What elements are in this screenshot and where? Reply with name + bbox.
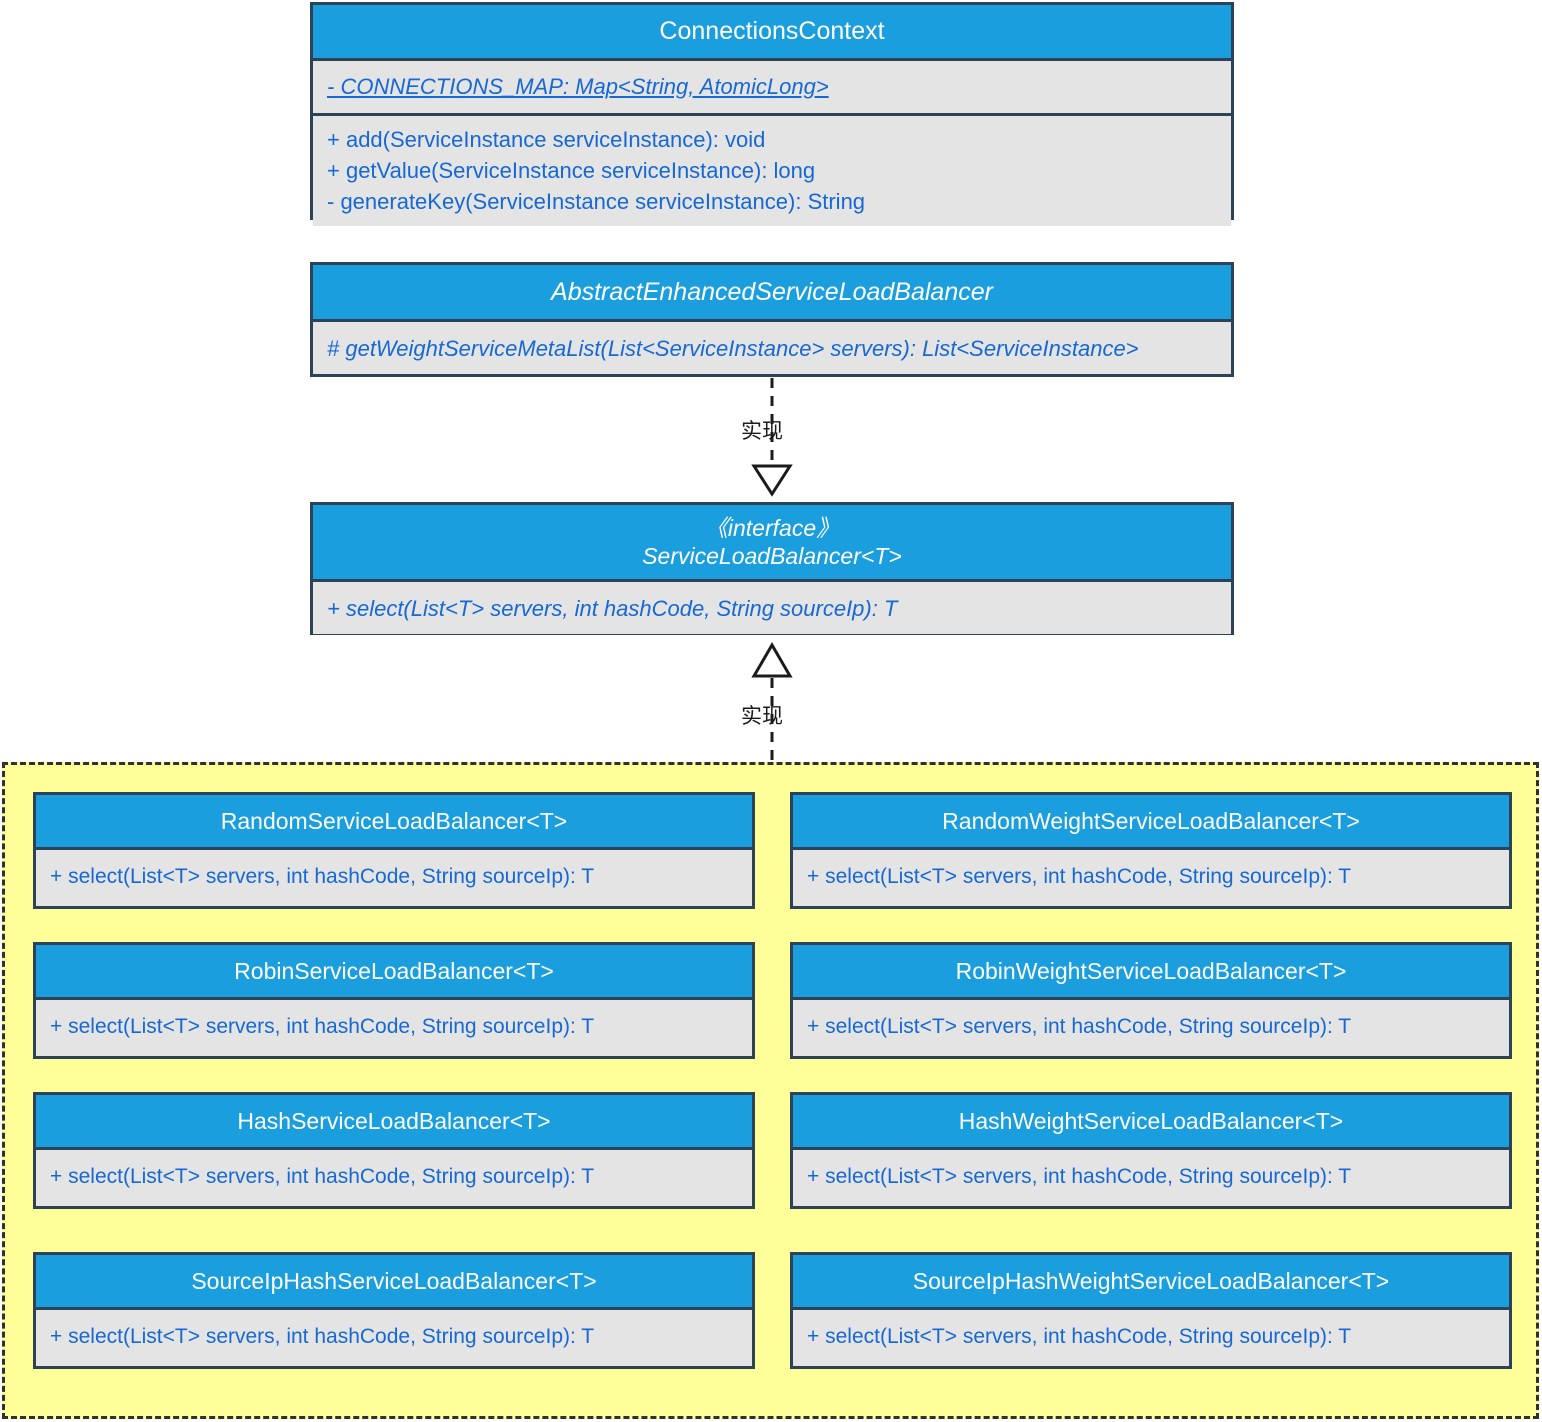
operations-section-random-service-load-balancer: + select(List<T> servers, int hashCode, … (36, 850, 752, 901)
class-name-random-service-load-balancer: RandomServiceLoadBalancer<T> (220, 807, 568, 834)
interface-header-service-load-balancer: 《interface》 ServiceLoadBalancer<T> (313, 505, 1231, 582)
class-name-robin-weight-service-load-balancer: RobinWeightServiceLoadBalancer<T> (955, 957, 1347, 984)
class-header-random-service-load-balancer: RandomServiceLoadBalancer<T> (36, 795, 752, 850)
connector-label-realize-1: 实现 (741, 419, 783, 443)
class-name-robin-service-load-balancer: RobinServiceLoadBalancer<T> (234, 957, 554, 984)
hollow-triangle-down-icon (751, 464, 793, 497)
operation-generate-key: - generateKey(ServiceInstance serviceIns… (327, 188, 866, 214)
class-name-hash-weight-service-load-balancer: HashWeightServiceLoadBalancer<T> (958, 1107, 1344, 1134)
operation-select: + select(List<T> servers, int hashCode, … (50, 865, 595, 888)
class-box-random-service-load-balancer[interactable]: RandomServiceLoadBalancer<T> + select(Li… (33, 792, 755, 909)
operations-section-hash-service-load-balancer: + select(List<T> servers, int hashCode, … (36, 1150, 752, 1201)
class-name-abstract-enhanced-service-load-balancer: AbstractEnhancedServiceLoadBalancer (551, 277, 993, 306)
connector-label-realize-2: 实现 (741, 704, 783, 728)
interface-box-service-load-balancer[interactable]: 《interface》 ServiceLoadBalancer<T> + sel… (310, 502, 1234, 635)
class-header-random-weight-service-load-balancer: RandomWeightServiceLoadBalancer<T> (793, 795, 1509, 850)
class-box-abstract-enhanced-service-load-balancer[interactable]: AbstractEnhancedServiceLoadBalancer # ge… (310, 262, 1234, 377)
operations-section-random-weight-service-load-balancer: + select(List<T> servers, int hashCode, … (793, 850, 1509, 901)
class-header-source-ip-hash-service-load-balancer: SourceIpHashServiceLoadBalancer<T> (36, 1255, 752, 1310)
class-header-robin-service-load-balancer: RobinServiceLoadBalancer<T> (36, 945, 752, 1000)
class-box-hash-weight-service-load-balancer[interactable]: HashWeightServiceLoadBalancer<T> + selec… (790, 1092, 1512, 1209)
operation-select: + select(List<T> servers, int hashCode, … (50, 1165, 595, 1188)
class-box-robin-weight-service-load-balancer[interactable]: RobinWeightServiceLoadBalancer<T> + sele… (790, 942, 1512, 1059)
class-name-hash-service-load-balancer: HashServiceLoadBalancer<T> (237, 1107, 551, 1134)
class-header-connections-context: ConnectionsContext (313, 5, 1231, 61)
class-header-abstract-enhanced-service-load-balancer: AbstractEnhancedServiceLoadBalancer (313, 265, 1231, 322)
class-name-connections-context: ConnectionsContext (659, 17, 885, 46)
operation-select: + select(List<T> servers, int hashCode, … (807, 1165, 1352, 1188)
hollow-triangle-up-icon (751, 642, 793, 678)
operations-section-source-ip-hash-service-load-balancer: + select(List<T> servers, int hashCode, … (36, 1310, 752, 1361)
class-name-random-weight-service-load-balancer: RandomWeightServiceLoadBalancer<T> (942, 807, 1360, 834)
operations-section-connections-context: + add(ServiceInstance serviceInstance): … (313, 113, 1231, 227)
operations-section-robin-service-load-balancer: + select(List<T> servers, int hashCode, … (36, 1000, 752, 1051)
class-box-hash-service-load-balancer[interactable]: HashServiceLoadBalancer<T> + select(List… (33, 1092, 755, 1209)
operations-section-abstract-enhanced: # getWeightServiceMetaList(List<ServiceI… (313, 322, 1231, 374)
class-header-hash-weight-service-load-balancer: HashWeightServiceLoadBalancer<T> (793, 1095, 1509, 1150)
attributes-section-connections-context: - CONNECTIONS_MAP: Map<String, AtomicLon… (313, 61, 1231, 113)
implementations-group-panel: RandomServiceLoadBalancer<T> + select(Li… (2, 762, 1539, 1419)
operations-section-source-ip-hash-weight-service-load-balancer: + select(List<T> servers, int hashCode, … (793, 1310, 1509, 1361)
attribute-connections-map: - CONNECTIONS_MAP: Map<String, AtomicLon… (327, 74, 829, 99)
operations-section-service-load-balancer: + select(List<T> servers, int hashCode, … (313, 582, 1231, 634)
operation-select: + select(List<T> servers, int hashCode, … (807, 1325, 1352, 1348)
class-box-robin-service-load-balancer[interactable]: RobinServiceLoadBalancer<T> + select(Lis… (33, 942, 755, 1059)
class-name-source-ip-hash-weight-service-load-balancer: SourceIpHashWeightServiceLoadBalancer<T> (912, 1267, 1390, 1294)
operation-select: + select(List<T> servers, int hashCode, … (50, 1015, 595, 1038)
class-box-random-weight-service-load-balancer[interactable]: RandomWeightServiceLoadBalancer<T> + sel… (790, 792, 1512, 909)
interface-name-service-load-balancer: ServiceLoadBalancer<T> (642, 543, 902, 569)
operation-select: + select(List<T> servers, int hashCode, … (50, 1325, 595, 1348)
class-box-connections-context[interactable]: ConnectionsContext - CONNECTIONS_MAP: Ma… (310, 2, 1234, 227)
interface-stereotype: 《interface》 (704, 514, 840, 541)
operation-select-interface: + select(List<T> servers, int hashCode, … (327, 596, 898, 621)
class-header-source-ip-hash-weight-service-load-balancer: SourceIpHashWeightServiceLoadBalancer<T> (793, 1255, 1509, 1310)
class-name-source-ip-hash-service-load-balancer: SourceIpHashServiceLoadBalancer<T> (191, 1267, 597, 1294)
operation-select: + select(List<T> servers, int hashCode, … (807, 865, 1352, 888)
class-box-source-ip-hash-weight-service-load-balancer[interactable]: SourceIpHashWeightServiceLoadBalancer<T>… (790, 1252, 1512, 1369)
class-box-source-ip-hash-service-load-balancer[interactable]: SourceIpHashServiceLoadBalancer<T> + sel… (33, 1252, 755, 1369)
operations-section-robin-weight-service-load-balancer: + select(List<T> servers, int hashCode, … (793, 1000, 1509, 1051)
class-header-hash-service-load-balancer: HashServiceLoadBalancer<T> (36, 1095, 752, 1150)
class-header-robin-weight-service-load-balancer: RobinWeightServiceLoadBalancer<T> (793, 945, 1509, 1000)
operation-select: + select(List<T> servers, int hashCode, … (807, 1015, 1352, 1038)
operation-add: + add(ServiceInstance serviceInstance): … (327, 127, 766, 152)
operation-get-weight-service-meta-list: # getWeightServiceMetaList(List<ServiceI… (327, 336, 1139, 361)
operation-get-value: + getValue(ServiceInstance serviceInstan… (327, 157, 816, 183)
operations-section-hash-weight-service-load-balancer: + select(List<T> servers, int hashCode, … (793, 1150, 1509, 1201)
